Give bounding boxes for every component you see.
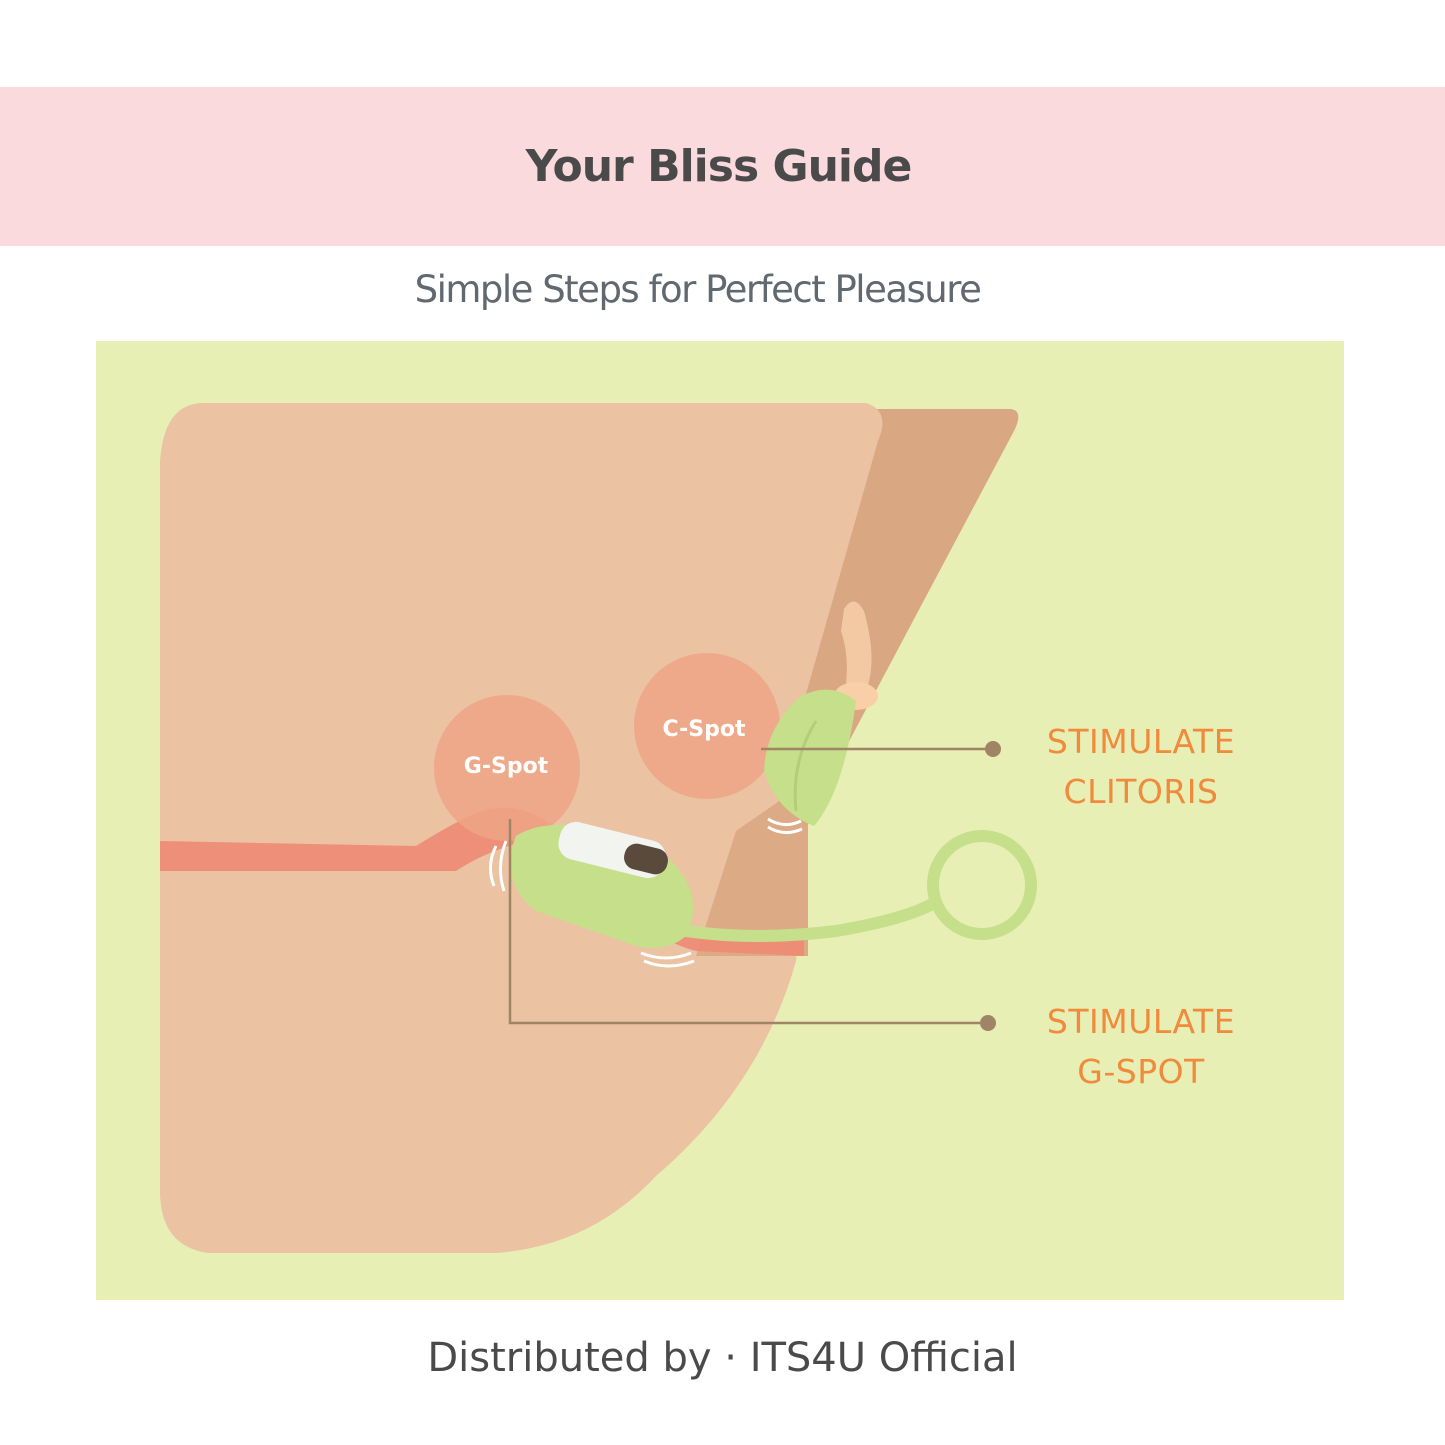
vibration-mark xyxy=(640,951,692,960)
anatomy-diagram-panel: C-Spot G-Spot STIMULATE CLITORIS STIMULA… xyxy=(96,341,1344,1300)
callout-clitoris-line2: CLITORIS xyxy=(1063,772,1219,811)
callout-g-spot-line1: STIMULATE xyxy=(1046,1002,1236,1041)
anatomy-illustration: C-Spot G-Spot xyxy=(160,403,1037,1253)
vibration-mark xyxy=(643,959,695,968)
callout-clitoris: STIMULATE CLITORIS xyxy=(1016,717,1266,817)
page-subtitle: Simple Steps for Perfect Pleasure xyxy=(414,268,982,311)
footer-distributor: Distributed by · ITS4U Official xyxy=(427,1335,1018,1381)
callout-clitoris-line1: STIMULATE xyxy=(1046,722,1236,761)
g-spot-circle xyxy=(434,695,580,841)
leader-line-g-spot xyxy=(508,819,986,1025)
leader-dot-g-spot xyxy=(980,1015,996,1031)
page-title: Your Bliss Guide xyxy=(525,141,913,192)
c-spot-circle xyxy=(634,653,780,799)
g-spot-label: G-Spot xyxy=(464,754,549,779)
egg-tether xyxy=(680,897,940,942)
clit-stimulator xyxy=(764,689,856,826)
egg-display-dark xyxy=(624,843,668,875)
header-band: Your Bliss Guide xyxy=(0,87,1445,246)
leader-dot-clitoris xyxy=(985,741,1001,757)
callout-g-spot-line2: G-SPOT xyxy=(1077,1052,1205,1091)
callout-g-spot: STIMULATE G-SPOT xyxy=(1016,997,1266,1097)
vibration-mark xyxy=(489,845,498,887)
clit-stimulator-vein xyxy=(793,720,818,812)
egg-ring xyxy=(927,830,1037,940)
c-spot-label: C-Spot xyxy=(662,717,745,742)
clitoris-shape xyxy=(841,601,872,696)
vibration-mark xyxy=(767,825,803,834)
vibration-mark xyxy=(499,840,508,892)
vibration-mark xyxy=(767,817,802,826)
